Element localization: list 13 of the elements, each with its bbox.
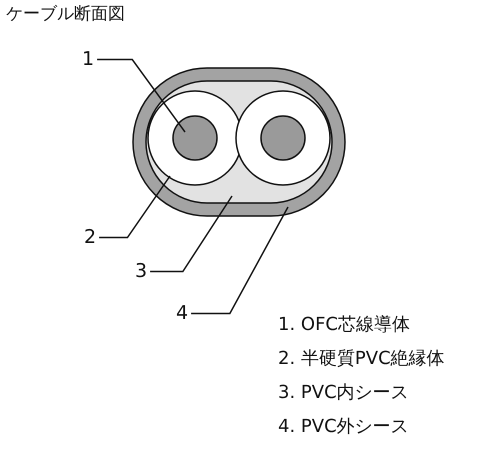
leader-line [97,58,186,132]
legend-text: 4. PVC外シース [278,418,409,436]
leader-line [99,176,171,238]
leader-line [191,206,289,314]
callout-number: 3 [135,262,148,281]
callout-number: 4 [176,304,188,323]
legend-text: 3. PVC内シース [278,384,409,402]
diagram-title: ケーブル断面図 [6,6,125,23]
callout-number: 1 [82,50,94,69]
conductor-core [172,115,306,161]
legend-text: 1. OFC芯線導体 [278,316,410,334]
callout-number: 2 [84,228,96,247]
legend-text: 2. 半硬質PVC絶縁体 [278,350,445,368]
